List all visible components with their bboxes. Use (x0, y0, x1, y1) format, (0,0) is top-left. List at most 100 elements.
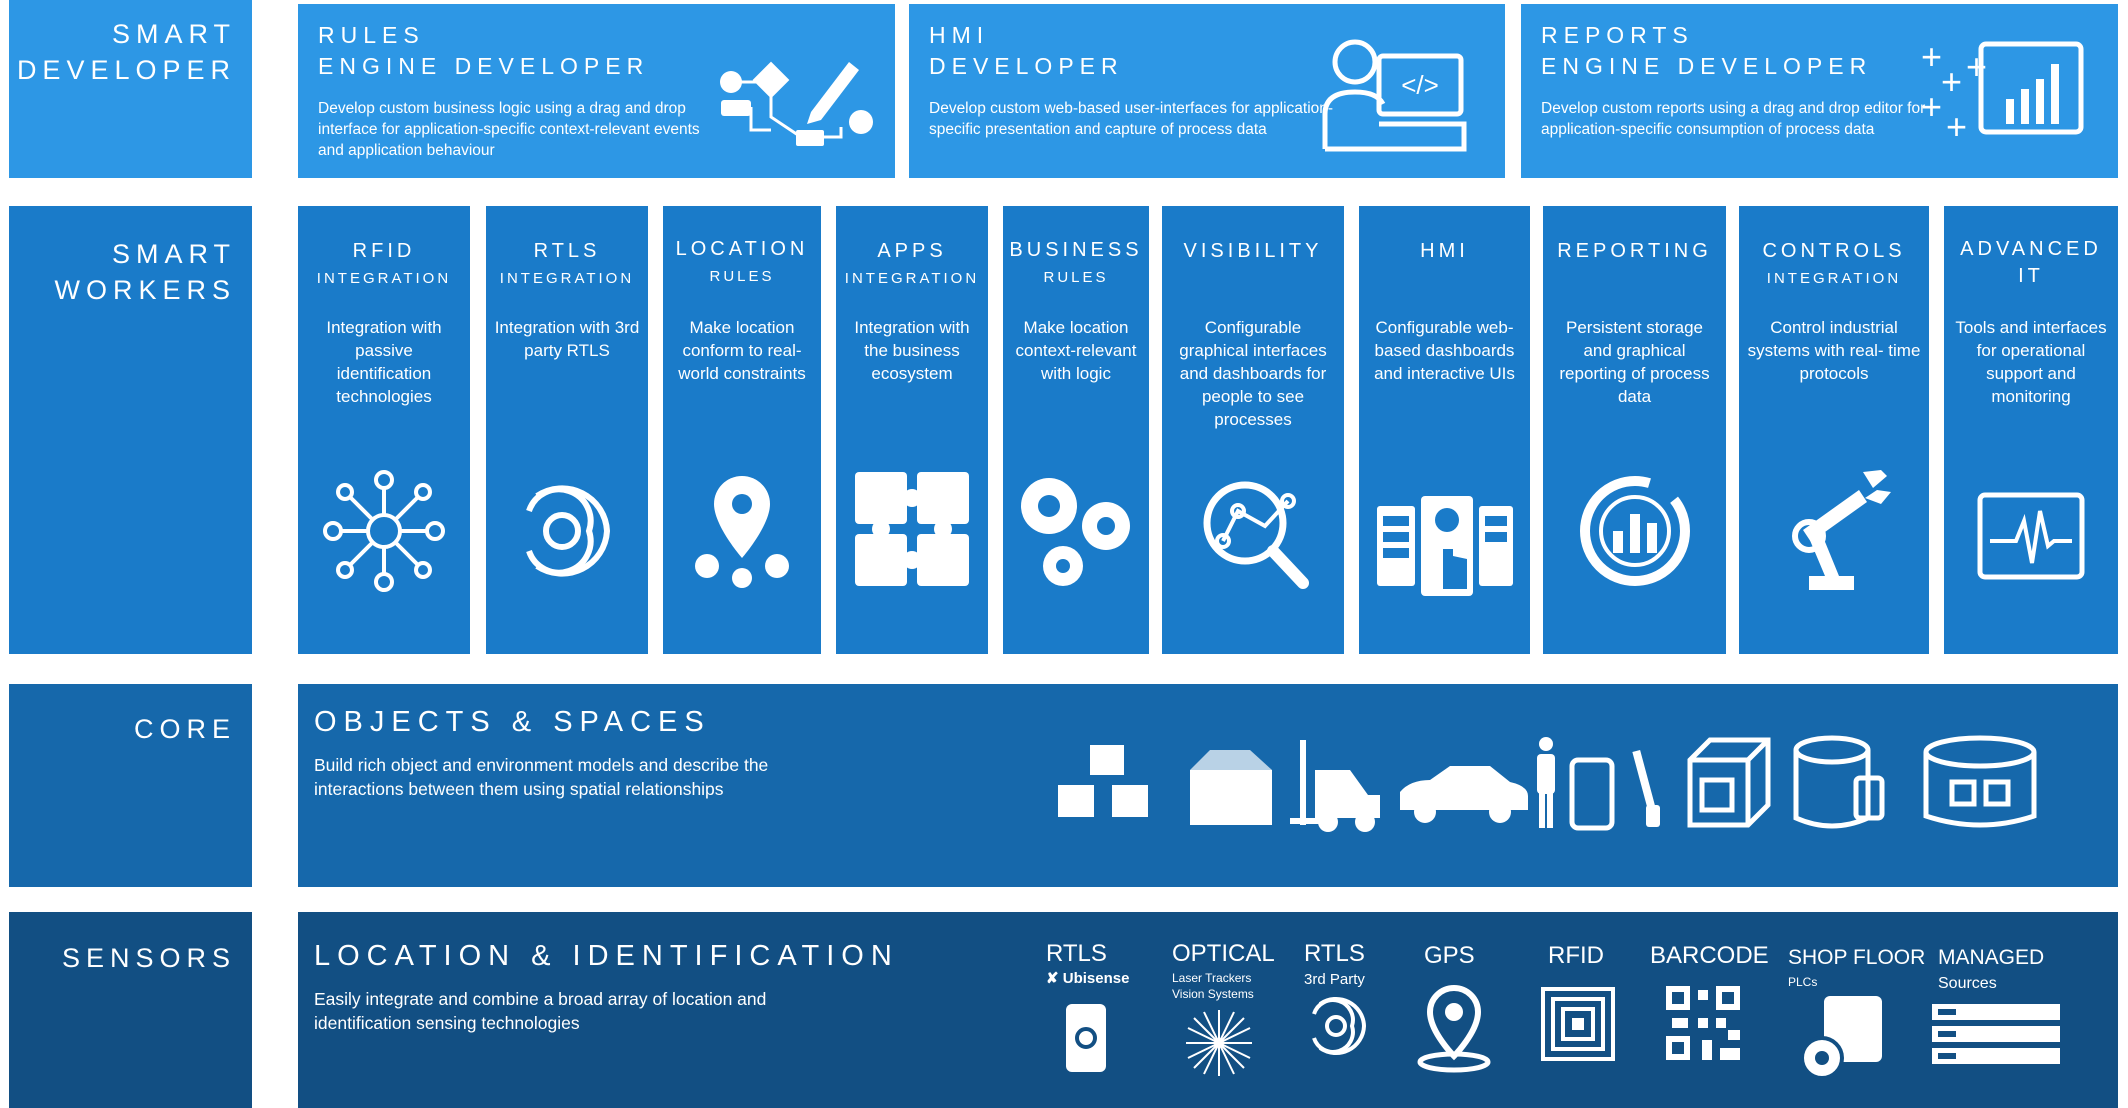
report-chart-icon: + + + + + (1921, 39, 2084, 147)
panel-title: RULES ENGINE DEVELOPER (318, 22, 650, 79)
sensors-description: Easily integrate and combine a broad arr… (314, 989, 767, 1033)
open-box-icon (1190, 750, 1272, 825)
sensor-subtitle: PLCs (1788, 975, 1818, 989)
network-node-icon (323, 470, 445, 592)
panel-description: Develop custom web-based user-interfaces… (929, 100, 1334, 138)
card-title: HMI (1420, 240, 1469, 262)
rfid-tag-icon (1541, 987, 1615, 1061)
smartphone-icon (1569, 757, 1615, 831)
card-subtitle: RULES (709, 268, 775, 285)
sensor-gps: GPS (1417, 942, 1504, 1079)
card-subtitle: INTEGRATION (499, 270, 635, 287)
qr-code-icon (1666, 986, 1740, 1060)
person-icon (1537, 737, 1555, 828)
panel-title: HMI DEVELOPER (929, 22, 1124, 79)
card-title: ADVANCED (1960, 238, 2102, 260)
card-hmi: HMI Configurable web-based dashboards an… (1359, 206, 1530, 654)
row-label-core: CORE (9, 684, 252, 887)
row-label-smart-workers: SMART WORKERS (9, 206, 252, 654)
sensors-title: LOCATION & IDENTIFICATION (314, 940, 899, 972)
card-subtitle: INTEGRATION (1766, 270, 1902, 287)
card-subtitle: INTEGRATION (316, 270, 452, 287)
sensor-title: RFID (1548, 942, 1604, 969)
sensor-title: GPS (1424, 942, 1475, 969)
container-space-icon (1923, 735, 2037, 828)
card-description: Configurable graphical interfaces and da… (1179, 318, 1327, 429)
sensor-barcode: BARCODE (1650, 942, 1770, 1065)
card-title: CONTROLS (1762, 240, 1906, 262)
core-object-icons (1058, 735, 2037, 832)
card-description: Integration with passive identification … (326, 318, 442, 406)
row-label-sensors: SENSORS (9, 912, 252, 1108)
touch-dashboard-icon (1376, 496, 1513, 596)
sensor-title: BARCODE (1650, 942, 1769, 969)
magnifier-analytics-icon (1203, 481, 1309, 589)
card-rtls-integration: RTLS INTEGRATION Integration with 3rd par… (486, 206, 648, 654)
card-description: Configurable web-based dashboards and in… (1374, 318, 1515, 383)
sensor-subtitle: 3rd Party (1304, 971, 1365, 988)
card-description: Integration with the business ecosystem (854, 318, 970, 383)
card-description: Control industrial systems with real- ti… (1747, 318, 1921, 383)
svg-text:+: + (1941, 61, 1962, 102)
card-description: Make location conform to real-world cons… (678, 318, 806, 383)
reports-engine-developer-panel: REPORTS ENGINE DEVELOPER Develop custom … (1521, 4, 2118, 178)
gps-pin-icon (1417, 984, 1491, 1073)
plc-gear-icon (1800, 996, 1882, 1080)
card-location-rules: LOCATION RULES Make location conform to r… (663, 206, 821, 654)
sensor-optical: OPTICAL Laser Trackers Vision Systems (1172, 940, 1282, 1083)
heartbeat-monitor-icon (1977, 492, 2085, 580)
card-business-rules: BUSINESS RULES Make location context-rele… (1003, 206, 1149, 654)
laser-burst-icon (1186, 1010, 1252, 1076)
rtls-signal-icon (526, 485, 611, 577)
card-title: VISIBILITY (1183, 240, 1323, 262)
card-title: RTLS (533, 240, 601, 262)
robot-arm-icon (1792, 470, 1891, 590)
svg-text:+: + (1921, 86, 1942, 127)
card-description: Persistent storage and graphical reporti… (1559, 318, 1710, 406)
server-stack-icon (1932, 1004, 2060, 1064)
card-title: BUSINESS (1009, 239, 1143, 261)
sensor-rtls-3rd-party: RTLS 3rd Party (1304, 940, 1394, 1061)
panel-description: Develop custom business logic using a dr… (318, 100, 700, 159)
card-rfid-integration: RFID INTEGRATION Integration with passive… (298, 206, 470, 654)
sensor-title: SHOP FLOOR (1788, 946, 1926, 969)
sensor-subtitle: Sources (1938, 975, 1997, 992)
sensor-managed-sources: MANAGED Sources (1932, 944, 2078, 1069)
boxes-icon (1058, 745, 1148, 817)
card-controls-integration: CONTROLS INTEGRATION Control industrial s… (1739, 206, 1929, 654)
hmi-developer-panel: HMI DEVELOPER Develop custom web-based u… (909, 4, 1505, 178)
card-description: Tools and interfaces for operational sup… (1955, 318, 2107, 406)
card-visibility: VISIBILITY Configurable graphical interf… (1162, 206, 1344, 654)
tag-device-icon (1066, 1004, 1106, 1072)
sensor-subtitle: Ubisense (1062, 970, 1130, 987)
ubisense-logo-icon: ✘ (1046, 970, 1059, 987)
svg-text:+: + (1946, 106, 1967, 147)
svg-text:+: + (1966, 46, 1987, 87)
card-title: REPORTING (1557, 240, 1712, 262)
row-label-smart-developer: SMART DEVELOPER (9, 0, 252, 178)
card-reporting: REPORTING Persistent storage and graphic… (1543, 206, 1726, 654)
developer-computer-icon: </> (1322, 39, 1467, 152)
sensor-title: RTLS (1304, 940, 1365, 967)
card-subtitle: RULES (1043, 269, 1109, 286)
forklift-icon (1290, 740, 1380, 832)
cube-space-icon (1687, 737, 1771, 828)
car-icon (1400, 766, 1528, 823)
sensor-title: MANAGED (1938, 946, 2045, 969)
card-title: LOCATION (675, 238, 809, 260)
sensor-subtitle: Laser Trackers Vision Systems (1172, 971, 1254, 1001)
card-title: RFID (352, 240, 416, 262)
svg-text:+: + (1921, 39, 1942, 77)
core-description: Build rich object and environment models… (314, 755, 769, 799)
tool-icon (1632, 749, 1660, 827)
card-description: Integration with 3rd party RTLS (494, 318, 640, 360)
sensor-rtls-ubisense: RTLS ✘ Ubisense (1046, 940, 1136, 1079)
cylinder-space-icon (1793, 735, 1885, 829)
card-subtitle: INTEGRATION (844, 270, 980, 287)
sensor-rfid: RFID (1541, 942, 1628, 1067)
card-description: Make location context-relevant with logi… (1015, 318, 1137, 383)
svg-text:</>: </> (1401, 70, 1439, 100)
rules-engine-developer-panel: RULES ENGINE DEVELOPER Develop custom bu… (298, 4, 895, 178)
